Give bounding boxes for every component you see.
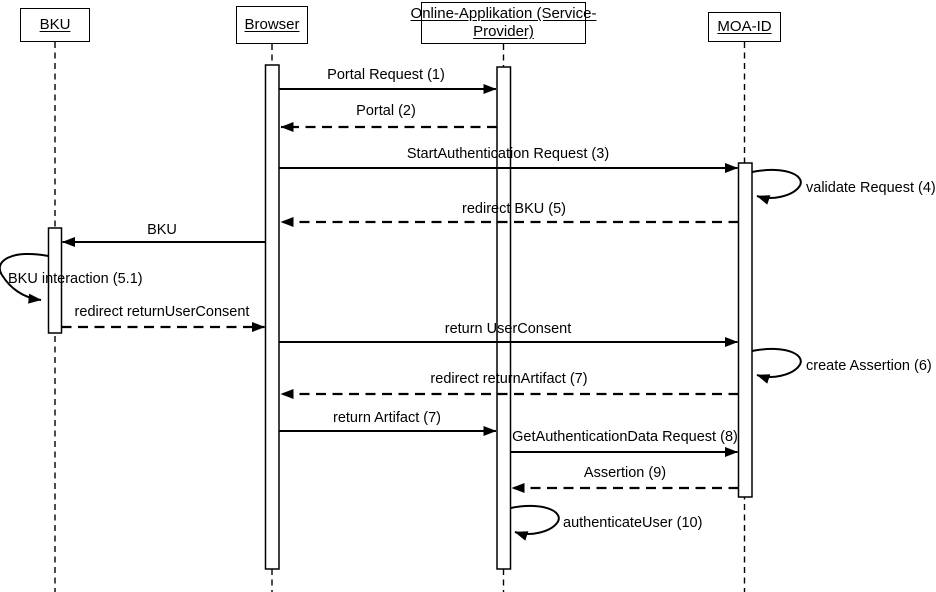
label-authenticateuser: authenticateUser (10) — [563, 515, 703, 531]
label-create-assertion: create Assertion (6) — [806, 358, 932, 374]
label-return-userconsent: return UserConsent — [444, 321, 572, 337]
solid-arrows — [62, 84, 738, 457]
actor-label-bku: BKU — [39, 16, 71, 33]
label-startauthentication-request: StartAuthentication Request (3) — [406, 146, 610, 162]
actor-box-bku: BKU — [20, 8, 90, 42]
activation-online-app — [496, 66, 512, 570]
label-getauthenticationdata-request: GetAuthenticationData Request (8) — [512, 429, 738, 445]
loop-create-assertion — [751, 347, 802, 384]
label-redirect-returnartifact: redirect returnArtifact (7) — [430, 371, 588, 387]
self-loops — [0, 168, 802, 541]
loop-validate-request — [751, 168, 802, 205]
label-validate-request: validate Request (4) — [806, 180, 936, 196]
label-portal-request: Portal Request (1) — [327, 67, 445, 83]
actor-box-browser: Browser — [236, 6, 308, 44]
label-bku-message: BKU — [147, 222, 177, 238]
activation-browser — [264, 64, 280, 570]
activation-moa-id — [737, 162, 753, 498]
label-bku-interaction: BKU interaction (5.1) — [8, 271, 143, 287]
label-portal-response: Portal (2) — [356, 103, 416, 119]
label-redirect-returnuserconsent: redirect returnUserConsent — [74, 304, 250, 320]
actor-label-moa-id: MOA-ID — [717, 18, 772, 35]
dashed-arrows — [61, 122, 739, 493]
loop-bku-interaction — [0, 252, 49, 304]
label-redirect-bku: redirect BKU (5) — [462, 201, 566, 217]
actor-label-online-app-line2: Provider) — [473, 23, 534, 40]
loop-authenticateuser — [510, 504, 560, 541]
actor-label-browser: Browser — [244, 16, 300, 33]
actor-box-moa-id: MOA-ID — [708, 12, 781, 42]
actor-box-online-app: Online-Applikation (Service- Provider) — [411, 2, 596, 44]
label-return-artifact: return Artifact (7) — [333, 410, 441, 426]
activation-bku — [47, 227, 63, 334]
label-assertion: Assertion (9) — [583, 465, 667, 481]
actor-label-online-app-line1: Online-Applikation (Service- — [410, 5, 597, 22]
activation-bars — [47, 64, 753, 570]
